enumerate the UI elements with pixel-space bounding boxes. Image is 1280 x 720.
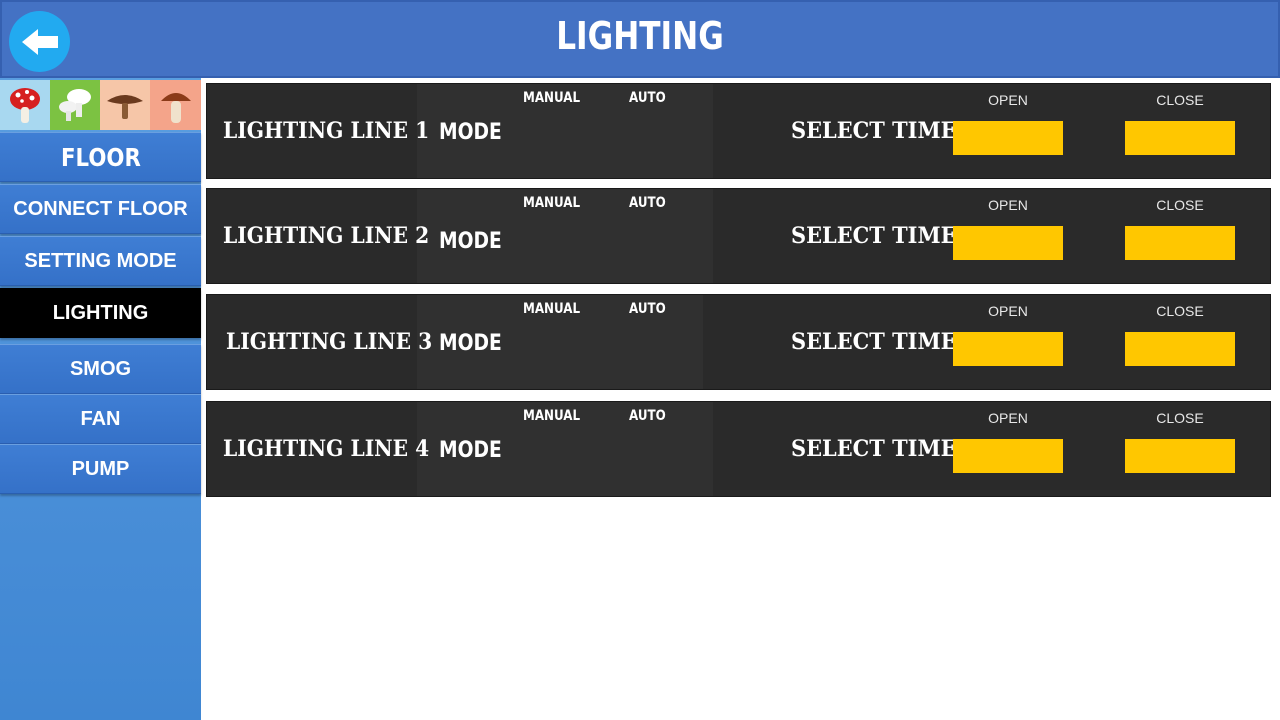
mode-panel	[417, 295, 703, 389]
mode-label: MODE	[439, 331, 502, 356]
lighting-line-row: LIGHTING LINE 3 MODE MANUAL AUTO SELECT …	[206, 294, 1271, 390]
manual-option[interactable]: MANUAL	[523, 408, 581, 424]
open-time-input[interactable]	[953, 332, 1063, 366]
close-time-input[interactable]	[1125, 226, 1235, 260]
auto-option[interactable]: AUTO	[629, 408, 666, 424]
close-time-label: CLOSE	[1156, 410, 1204, 426]
red-mushroom-icon	[0, 80, 50, 130]
header-bar: LIGHTING	[0, 0, 1280, 78]
lighting-line-label: LIGHTING LINE 4	[223, 436, 430, 462]
bolete-mushroom-icon	[150, 80, 201, 130]
mushroom-icon-strip	[0, 80, 201, 130]
mode-label: MODE	[439, 229, 502, 254]
auto-option[interactable]: AUTO	[629, 90, 666, 106]
sidebar-item-smog[interactable]: SMOG	[0, 344, 201, 394]
select-time-label: SELECT TIME	[791, 118, 957, 144]
sidebar: FLOOR CONNECT FLOOR SETTING MODE LIGHTIN…	[0, 78, 201, 720]
lighting-line-row: LIGHTING LINE 2 MODE MANUAL AUTO SELECT …	[206, 188, 1271, 284]
manual-option[interactable]: MANUAL	[523, 195, 581, 211]
lighting-line-row: LIGHTING LINE 4 MODE MANUAL AUTO SELECT …	[206, 401, 1271, 497]
sidebar-item-setting-mode[interactable]: SETTING MODE	[0, 236, 201, 286]
open-time-input[interactable]	[953, 226, 1063, 260]
sidebar-item-lighting[interactable]: LIGHTING	[0, 288, 201, 338]
floor-header: FLOOR	[0, 132, 201, 182]
open-time-label: OPEN	[988, 92, 1028, 108]
lighting-line-label: LIGHTING LINE 3	[226, 329, 433, 355]
close-time-label: CLOSE	[1156, 303, 1204, 319]
mode-label: MODE	[439, 120, 502, 145]
close-time-input[interactable]	[1125, 121, 1235, 155]
manual-option[interactable]: MANUAL	[523, 90, 581, 106]
mode-panel	[417, 402, 713, 496]
close-time-label: CLOSE	[1156, 197, 1204, 213]
mode-label: MODE	[439, 438, 502, 463]
auto-option[interactable]: AUTO	[629, 301, 666, 317]
manual-option[interactable]: MANUAL	[523, 301, 581, 317]
open-time-input[interactable]	[953, 121, 1063, 155]
open-time-label: OPEN	[988, 197, 1028, 213]
mode-panel	[417, 189, 713, 283]
back-button[interactable]	[9, 11, 70, 72]
floor-label: FLOOR	[60, 142, 141, 172]
close-time-label: CLOSE	[1156, 92, 1204, 108]
lighting-line-label: LIGHTING LINE 1	[223, 118, 430, 144]
sidebar-item-pump[interactable]: PUMP	[0, 444, 201, 494]
sidebar-item-connect-floor[interactable]: CONNECT FLOOR	[0, 184, 201, 234]
close-time-input[interactable]	[1125, 332, 1235, 366]
brown-mushroom-icon	[100, 80, 150, 130]
white-mushroom-icon	[50, 80, 100, 130]
select-time-label: SELECT TIME	[791, 223, 957, 249]
sidebar-item-fan[interactable]: FAN	[0, 394, 201, 444]
lighting-line-row: LIGHTING LINE 1 MODE MANUAL AUTO SELECT …	[206, 83, 1271, 179]
select-time-label: SELECT TIME	[791, 329, 957, 355]
mode-panel	[417, 84, 713, 178]
arrow-left-icon	[21, 28, 58, 55]
lighting-line-label: LIGHTING LINE 2	[223, 223, 430, 249]
open-time-label: OPEN	[988, 303, 1028, 319]
open-time-input[interactable]	[953, 439, 1063, 473]
select-time-label: SELECT TIME	[791, 436, 957, 462]
close-time-input[interactable]	[1125, 439, 1235, 473]
auto-option[interactable]: AUTO	[629, 195, 666, 211]
page-title: LIGHTING	[556, 14, 724, 58]
open-time-label: OPEN	[988, 410, 1028, 426]
